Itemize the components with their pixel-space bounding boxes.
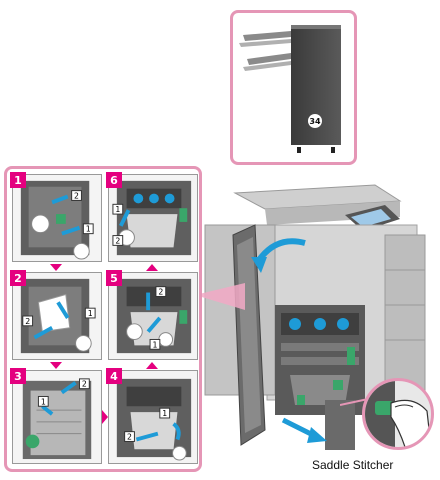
step-3-badge: 3 bbox=[10, 368, 26, 384]
step-1-callout-b: 1 bbox=[86, 225, 91, 234]
step-1-badge: 1 bbox=[10, 172, 26, 188]
step-6-panel: 2 1 bbox=[108, 174, 198, 262]
step-5-callout-a: 2 bbox=[158, 288, 163, 297]
step-2-panel: 2 1 bbox=[12, 272, 102, 360]
finisher-illustration: 34 bbox=[239, 25, 341, 153]
unit-number-badge bbox=[308, 114, 322, 128]
step-3-callout-b: 1 bbox=[41, 397, 46, 406]
step-2-badge: 2 bbox=[10, 270, 26, 286]
arrow-up-4-5 bbox=[146, 362, 158, 369]
finisher-inset-frame: 34 bbox=[230, 10, 357, 165]
step-6-callout-b: 1 bbox=[115, 205, 120, 214]
arrow-down-2-3 bbox=[50, 362, 62, 369]
step-flow-arrows bbox=[50, 264, 158, 424]
saddle-stitcher-caption: Saddle Stitcher bbox=[312, 458, 394, 472]
arrow-up-5-6 bbox=[146, 264, 158, 271]
mfp-machine-illustration bbox=[195, 184, 426, 450]
step-3-callout-a: 2 bbox=[82, 380, 87, 389]
step-3-panel: 2 1 bbox=[12, 370, 102, 464]
step-5-callout-b: 1 bbox=[152, 340, 157, 349]
step-6-callout-a: 2 bbox=[115, 236, 120, 245]
arrow-down-1-2 bbox=[50, 264, 62, 271]
step-1-panel: 2 1 bbox=[12, 174, 102, 262]
zoom-connector-line bbox=[340, 398, 369, 406]
unit-number-label: 34 bbox=[309, 117, 321, 126]
arrow-right-3-4 bbox=[102, 410, 108, 424]
step-4-badge: 4 bbox=[106, 368, 122, 384]
step-4-callout-b: 2 bbox=[127, 432, 132, 441]
step-2-callout-b: 1 bbox=[88, 309, 93, 318]
handle-zoom-circle bbox=[362, 378, 434, 450]
step-5-badge: 5 bbox=[106, 270, 122, 286]
step-2-callout-a: 2 bbox=[25, 317, 30, 326]
step-4-panel: 1 2 bbox=[108, 370, 198, 464]
step-5-panel: 2 1 bbox=[108, 272, 198, 360]
step-6-badge: 6 bbox=[106, 172, 122, 188]
step-4-callout-a: 1 bbox=[162, 409, 167, 418]
step-1-callout-a: 2 bbox=[74, 191, 79, 200]
